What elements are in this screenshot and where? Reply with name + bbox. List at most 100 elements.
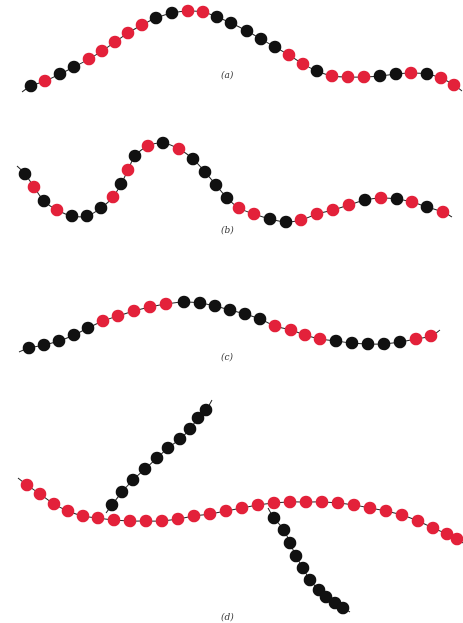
panel-b-bead-black — [81, 210, 94, 223]
panel-d-main-bead-red — [252, 499, 265, 512]
panel-d-main-bead-red — [48, 498, 61, 511]
panel-c-bead-black — [194, 297, 207, 310]
panel-d-main-bead-red — [300, 496, 313, 509]
panel-d-main-bead-red — [427, 522, 440, 535]
panel-c-bead-black — [178, 296, 191, 309]
panel-d-lower-bead-black — [284, 537, 297, 550]
panel-d-lower-branch — [268, 508, 350, 614]
panel-d-lower-bead-black — [278, 524, 291, 537]
panel-a-bead-black — [225, 17, 238, 30]
panel-c-bead-black — [38, 339, 51, 352]
panel-d-main-bead-red — [156, 515, 169, 528]
panel-c: (c) — [19, 296, 440, 363]
panel-c-label: (c) — [221, 352, 234, 363]
panel-a-bead-black — [374, 70, 387, 83]
panel-a-bead-red — [435, 72, 448, 85]
panel-b-bead-red — [107, 191, 120, 204]
panel-d-upper-bead-black — [174, 433, 187, 446]
panel-d-upper-bead-black — [139, 463, 152, 476]
panel-d-main-bead-red — [92, 512, 105, 525]
panel-b-bead-red — [375, 192, 388, 205]
panel-d-label: (d) — [221, 612, 234, 623]
panel-d-main-bead-red — [396, 509, 409, 522]
panel-c-bead-black — [346, 337, 359, 350]
panel-d-main-bead-red — [268, 497, 281, 510]
panel-d-upper-bead-black — [106, 499, 119, 512]
panel-a-bead-black — [25, 80, 38, 93]
panel-d-lower-bead-black — [268, 512, 281, 525]
panel-c-bead-red — [144, 301, 157, 314]
panel-b-bead-black — [157, 137, 170, 150]
panel-c-bead-red — [112, 310, 125, 323]
panel-d-main-bead-red — [412, 515, 425, 528]
panel-b-bead-black — [38, 195, 51, 208]
panel-a-bead-red — [83, 53, 96, 66]
panel-a-bead-red — [197, 6, 210, 19]
panel-b: (b) — [17, 137, 452, 236]
panel-b-bead-black — [95, 202, 108, 215]
panel-c-bead-black — [82, 322, 95, 335]
panel-d-main-bead-red — [220, 505, 233, 518]
panel-b-bead-black — [359, 194, 372, 207]
panel-c-bead-black — [378, 338, 391, 351]
panel-a-chain — [22, 5, 462, 93]
panel-a-bead-red — [342, 71, 355, 84]
panel-c-bead-red — [269, 320, 282, 333]
panel-a-bead-red — [405, 67, 418, 80]
panel-b-bead-red — [122, 164, 135, 177]
panel-a-bead-red — [182, 5, 195, 18]
panel-b-bead-black — [129, 150, 142, 163]
panel-d-main-bead-red — [451, 533, 463, 546]
panel-b-bead-black — [421, 201, 434, 214]
panel-b-bead-black — [210, 179, 223, 192]
panel-b-bead-black — [391, 193, 404, 206]
panel-d-upper-bead-black — [116, 486, 129, 499]
panel-b-chain — [17, 137, 452, 229]
panel-d-upper-branch — [106, 400, 213, 513]
panel-a-label: (a) — [221, 70, 234, 81]
panel-c-bead-black — [68, 329, 81, 342]
panel-a-bead-red — [122, 27, 135, 40]
panel-a-bead-black — [166, 7, 179, 20]
panel-a-bead-black — [269, 41, 282, 54]
panel-d-upper-bead-black — [162, 442, 175, 455]
panel-b-bead-red — [343, 199, 356, 212]
panel-a: (a) — [22, 5, 462, 93]
panel-c-bead-black — [239, 308, 252, 321]
panel-a-bead-black — [54, 68, 67, 81]
panel-d-main-bead-red — [21, 479, 34, 492]
panel-c-bead-black — [330, 335, 343, 348]
panel-b-bead-black — [66, 210, 79, 223]
panel-d-lower-bead-black — [304, 574, 317, 587]
panel-c-bead-black — [362, 338, 375, 351]
panel-d-main-bead-red — [172, 513, 185, 526]
panel-c-bead-black — [224, 304, 237, 317]
panel-a-bead-black — [421, 68, 434, 81]
panel-d-main-bead-red — [108, 514, 121, 527]
panel-a-bead-black — [390, 68, 403, 81]
panel-c-bead-red — [128, 305, 141, 318]
panel-b-label: (b) — [221, 225, 234, 236]
panel-d-upper-bead-black — [184, 423, 197, 436]
panel-b-bead-black — [19, 168, 32, 181]
panel-d-lower-bead-black — [290, 550, 303, 563]
panel-a-bead-red — [326, 70, 339, 83]
panel-b-bead-black — [187, 153, 200, 166]
panel-a-bead-black — [255, 33, 268, 46]
panel-a-bead-black — [211, 11, 224, 24]
panel-b-bead-red — [248, 208, 261, 221]
panel-a-bead-red — [136, 19, 149, 32]
panel-d-upper-bead-black — [127, 474, 140, 487]
panel-d-main-bead-red — [364, 502, 377, 515]
panel-d: (d) — [18, 400, 463, 623]
panel-b-bead-red — [437, 206, 450, 219]
panel-b-bead-red — [295, 214, 308, 227]
panel-b-bead-red — [173, 143, 186, 156]
panel-d-main-bead-red — [34, 488, 47, 501]
panel-d-main-bead-red — [188, 510, 201, 523]
panel-a-bead-red — [448, 79, 461, 92]
panel-b-bead-black — [221, 192, 234, 205]
panel-b-bead-black — [115, 178, 128, 191]
panel-d-lower-bead-black — [297, 562, 310, 575]
